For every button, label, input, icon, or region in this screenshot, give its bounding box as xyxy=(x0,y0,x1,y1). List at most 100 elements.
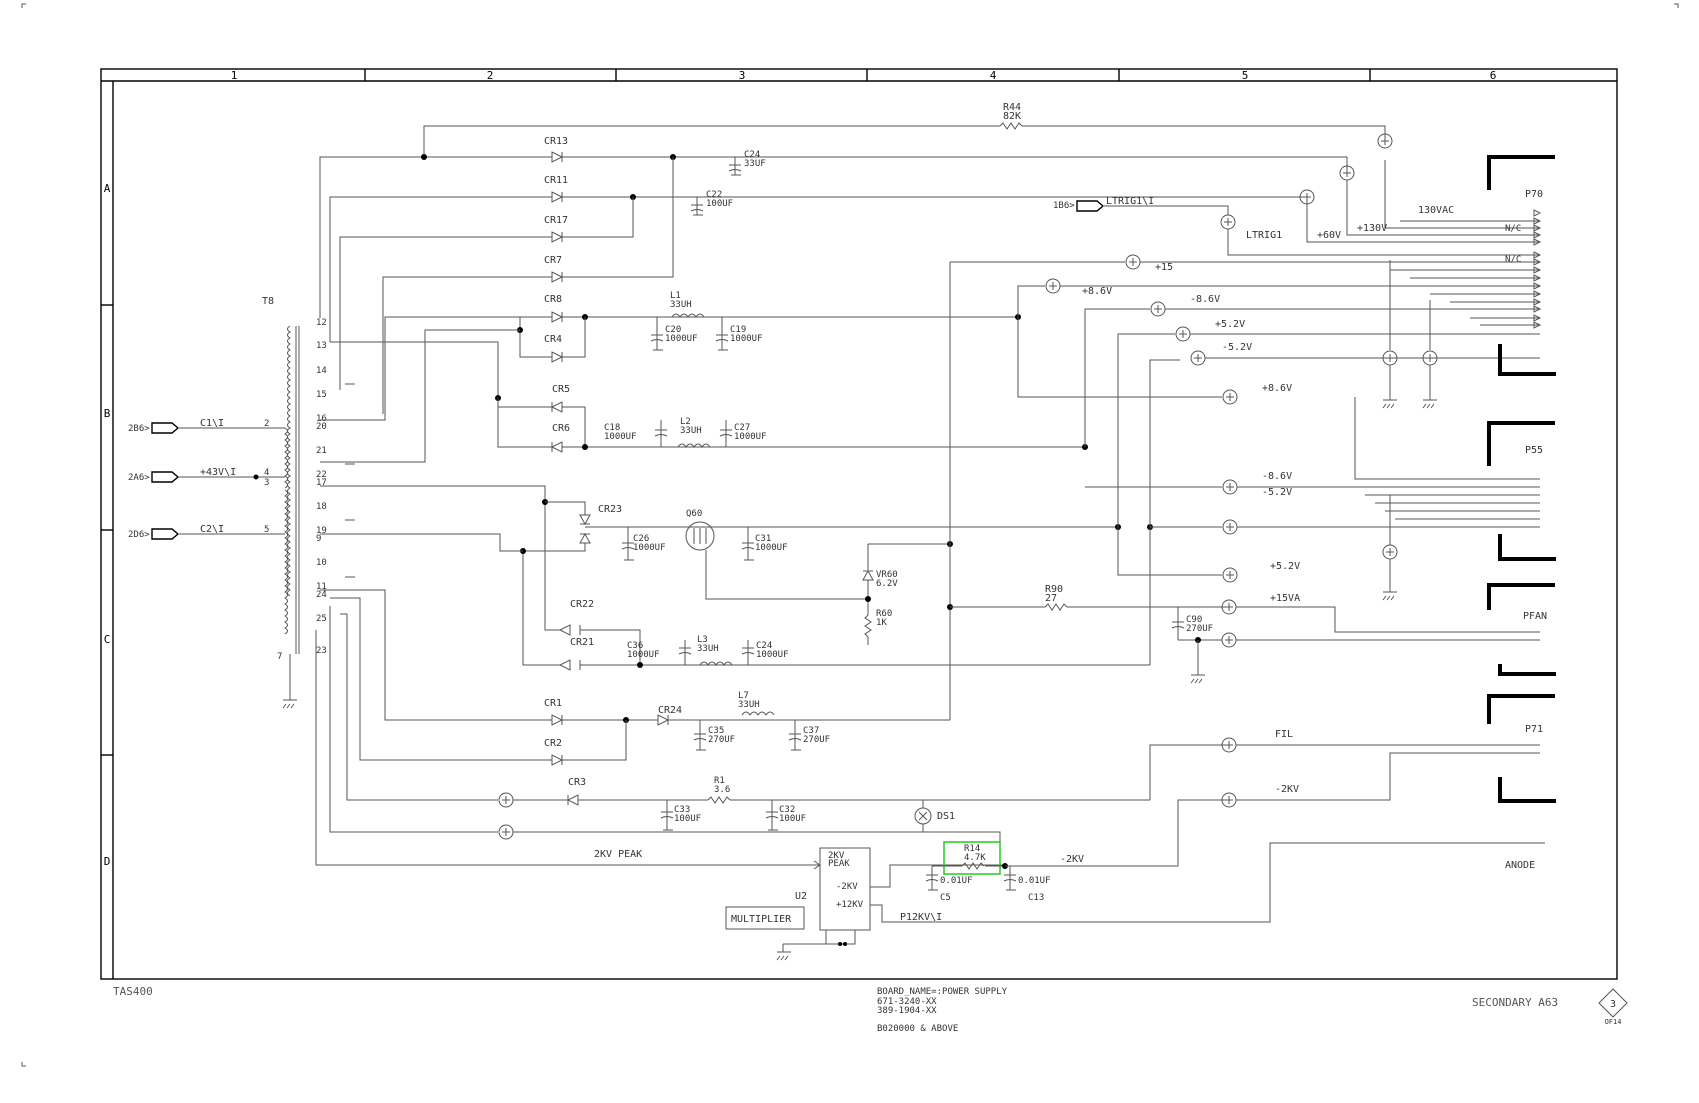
plus130v-net-label: +130V xyxy=(1357,223,1387,234)
c13-label: C13 xyxy=(1028,893,1044,903)
serial-range: B020000 & ABOVE xyxy=(877,1024,958,1034)
c18-value: 1000UF xyxy=(604,432,637,442)
t8-pin-12: 12 xyxy=(316,318,327,328)
t8-pin-14: 14 xyxy=(316,366,327,376)
minus2kv-net-label: -2KV xyxy=(1275,784,1299,795)
u2-pin-peak-label-2: PEAK xyxy=(828,859,850,869)
sheet-title: SECONDARY A63 xyxy=(1472,996,1558,1009)
p55-label: P55 xyxy=(1525,445,1543,456)
c20-value: 1000UF xyxy=(665,334,698,344)
p12kv-net-label: P12KV\I xyxy=(900,912,942,923)
c19-label: C19 xyxy=(730,325,746,335)
input-net-43v: +43V\I xyxy=(200,467,236,478)
c35-label: C35 xyxy=(708,726,724,736)
c37-value: 270UF xyxy=(803,735,830,745)
peak-2kv-net-label: 2KV PEAK xyxy=(594,849,642,860)
r90-label: R90 xyxy=(1045,584,1063,595)
c19-value: 1000UF xyxy=(730,334,763,344)
connector-p71: P71 xyxy=(1487,694,1556,803)
t8-pin-25: 25 xyxy=(316,614,327,624)
cr13-label: CR13 xyxy=(544,136,568,147)
row-label-c: C xyxy=(104,633,111,646)
r44-label: R44 xyxy=(1003,102,1021,113)
c34-value: 1000UF xyxy=(756,650,789,660)
col-label-5: 5 xyxy=(1242,69,1249,82)
title-block: TAS400 BOARD_NAME=:POWER SUPPLY 671-3240… xyxy=(113,985,1628,1034)
sheet-number: 3 xyxy=(1610,999,1616,1010)
c33-label: C33 xyxy=(674,805,690,815)
r60-value: 1K xyxy=(876,618,887,628)
rectifier-bridge-1: CR8 L1 33UH C20 1000UF C19 1000UF CR4 CR… xyxy=(320,291,1088,463)
input-net-c1: C1\I xyxy=(200,418,224,429)
cr8-label: CR8 xyxy=(544,294,562,305)
u2-pin-minus2kv: -2KV xyxy=(836,882,858,892)
ds1-label: DS1 xyxy=(937,811,955,822)
t8-pin-16: 16 xyxy=(316,414,327,424)
plus86v-net-label-2: +8.6V xyxy=(1262,383,1292,394)
connector-pfan: PFAN xyxy=(1487,583,1556,676)
t8-pin-17: 17 xyxy=(316,478,327,488)
fil-net-label: FIL xyxy=(1275,729,1293,740)
rectifier-bridge-2: CR22 CR21 C36 1000UF L3 33UH C24 1000UF xyxy=(558,359,1180,671)
t8-pin-9: 9 xyxy=(316,534,321,544)
u2-pin-peak-label: 2KV xyxy=(828,851,845,861)
p71-label: P71 xyxy=(1525,724,1543,735)
p70-label: P70 xyxy=(1525,189,1543,200)
cr2-label: CR2 xyxy=(544,738,562,749)
t8-pin-24: 24 xyxy=(316,590,327,600)
part-number-1: 671-3240-XX xyxy=(877,997,937,1007)
row-label-d: D xyxy=(104,855,111,868)
transformer-t8: T8 12 13 14 15 16 20 21 22 17 18 19 9 10… xyxy=(262,296,327,709)
input-ref-c2: 2D6> xyxy=(128,530,150,540)
r60-label: R60 xyxy=(876,609,892,619)
c26-value: 1000UF xyxy=(633,543,666,553)
regulator-section: CR23 C26 1000UF Q60 C31 1000UF VR60 6.2V… xyxy=(320,262,1229,720)
t8-pin-10: 10 xyxy=(316,558,327,568)
cr24-label: CR24 xyxy=(658,705,682,716)
c36-value: 1000UF xyxy=(627,650,660,660)
t8-pin-20: 20 xyxy=(316,422,327,432)
t8-pin-7: 7 xyxy=(277,652,282,662)
row-label-b: B xyxy=(104,407,111,420)
plus60v-net-label: +60V xyxy=(1317,230,1341,241)
c5-label: C5 xyxy=(940,893,951,903)
c18-label: C18 xyxy=(604,423,620,433)
c13-value: 0.01UF xyxy=(1018,876,1051,886)
ltrig-net-label: LTRIG1\I xyxy=(1106,196,1154,207)
c32-value: 100UF xyxy=(779,814,806,824)
model-label: TAS400 xyxy=(113,985,153,998)
sheet-number-diamond xyxy=(1598,988,1628,1018)
t8-pin-23: 23 xyxy=(316,646,327,656)
q60-label: Q60 xyxy=(686,509,702,519)
connector-p55: P55 xyxy=(1354,397,1556,561)
l7-value: 33UH xyxy=(738,700,760,710)
input-pin-5: 5 xyxy=(264,525,269,535)
cr21-label: CR21 xyxy=(570,637,594,648)
t8-pin-22: 22 xyxy=(316,470,327,480)
plus52v-net-label-2: +5.2V xyxy=(1270,561,1300,572)
c22-value: 100UF xyxy=(706,199,733,209)
c31-value: 1000UF xyxy=(755,543,788,553)
r14-highlight-box[interactable] xyxy=(943,841,1001,875)
nc-label-2: N/C xyxy=(1505,255,1521,265)
c34-label: C24 xyxy=(756,641,772,651)
c26-label: C26 xyxy=(633,534,649,544)
u2-ref-label: U2 xyxy=(795,891,807,902)
drawing-border xyxy=(100,68,1618,980)
t8-pin-13: 13 xyxy=(316,341,327,351)
l3-label: L3 xyxy=(697,635,708,645)
input-ref-c1: 2B6> xyxy=(128,424,150,434)
c27-value: 1000UF xyxy=(734,432,767,442)
t8-pin-19: 19 xyxy=(316,526,327,536)
c5-value: 0.01UF xyxy=(940,876,973,886)
col-label-6: 6 xyxy=(1490,69,1497,82)
plus86v-net-label: +8.6V xyxy=(1082,286,1112,297)
u2-multiplier: 2KV PEAK -2KV +12KV MULTIPLIER U2 P12KV\… xyxy=(725,799,1545,961)
high-voltage-section: CR3 R1 3.6 C33 100UF C32 100UF DS1 2KV P… xyxy=(315,606,1227,870)
c27-label: C27 xyxy=(734,423,750,433)
l2-value: 33UH xyxy=(680,426,702,436)
c24-top-label: C24 xyxy=(744,150,760,160)
cr11-label: CR11 xyxy=(544,175,568,186)
cr3-label: CR3 xyxy=(568,777,586,788)
anode-label: ANODE xyxy=(1505,860,1535,871)
